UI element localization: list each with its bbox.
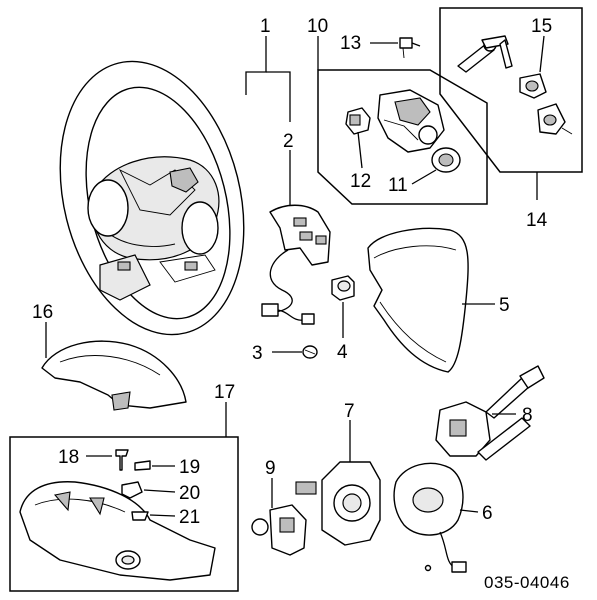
- key-set[interactable]: [457, 35, 513, 73]
- callout-4: 4: [337, 342, 348, 363]
- callout-10: 10: [307, 16, 328, 37]
- group-box-17: [9, 436, 239, 592]
- lock-cylinder[interactable]: [431, 147, 461, 173]
- callout-8: 8: [522, 405, 533, 426]
- leader-lines: [45, 35, 545, 517]
- combination-switch-body[interactable]: [295, 461, 381, 546]
- steering-wheel[interactable]: [33, 42, 271, 354]
- column-cover-lower[interactable]: [19, 481, 216, 581]
- callout-11: 11: [388, 175, 408, 196]
- nut-bushing[interactable]: [331, 275, 355, 301]
- turn-signal-switch[interactable]: [251, 504, 307, 556]
- callout-2: 2: [283, 131, 294, 152]
- callout-labels: 1 2 3 4 5 6 7 8 9 10 11 12 13 14 15 16 1…: [32, 16, 570, 592]
- callout-19: 19: [179, 457, 200, 478]
- spiral-cable[interactable]: [393, 462, 467, 573]
- horn-switch-pad[interactable]: [269, 204, 331, 313]
- group-box-10: [317, 69, 488, 205]
- callout-17: 17: [214, 382, 235, 403]
- lock-cylinder-key[interactable]: [519, 73, 547, 99]
- reference-code: 035-04046: [484, 573, 570, 592]
- lock-switch[interactable]: [345, 107, 371, 135]
- callout-5: 5: [499, 295, 510, 316]
- key-cylinder-bolt[interactable]: [399, 37, 421, 59]
- door-lock-cylinder[interactable]: [537, 103, 573, 135]
- callout-13: 13: [340, 33, 361, 54]
- ignition-lock-assembly[interactable]: [377, 89, 445, 153]
- callout-7: 7: [344, 401, 355, 422]
- cable-connector[interactable]: [261, 303, 315, 325]
- callout-1: 1: [260, 16, 271, 37]
- airbag-cover[interactable]: [367, 227, 469, 373]
- callout-3: 3: [252, 343, 263, 364]
- callout-15: 15: [531, 16, 552, 37]
- callout-18: 18: [58, 447, 79, 468]
- callout-14: 14: [526, 210, 548, 231]
- callout-21: 21: [179, 507, 200, 528]
- callout-16: 16: [32, 302, 53, 323]
- column-cover-upper[interactable]: [41, 340, 187, 411]
- callout-20: 20: [179, 483, 200, 504]
- wiper-switch[interactable]: [435, 365, 545, 461]
- screw[interactable]: [302, 345, 318, 359]
- callout-9: 9: [265, 458, 276, 479]
- callout-12: 12: [350, 171, 371, 192]
- clip-parts[interactable]: [115, 449, 151, 521]
- callout-6: 6: [482, 503, 493, 524]
- group-box-14: [439, 7, 583, 173]
